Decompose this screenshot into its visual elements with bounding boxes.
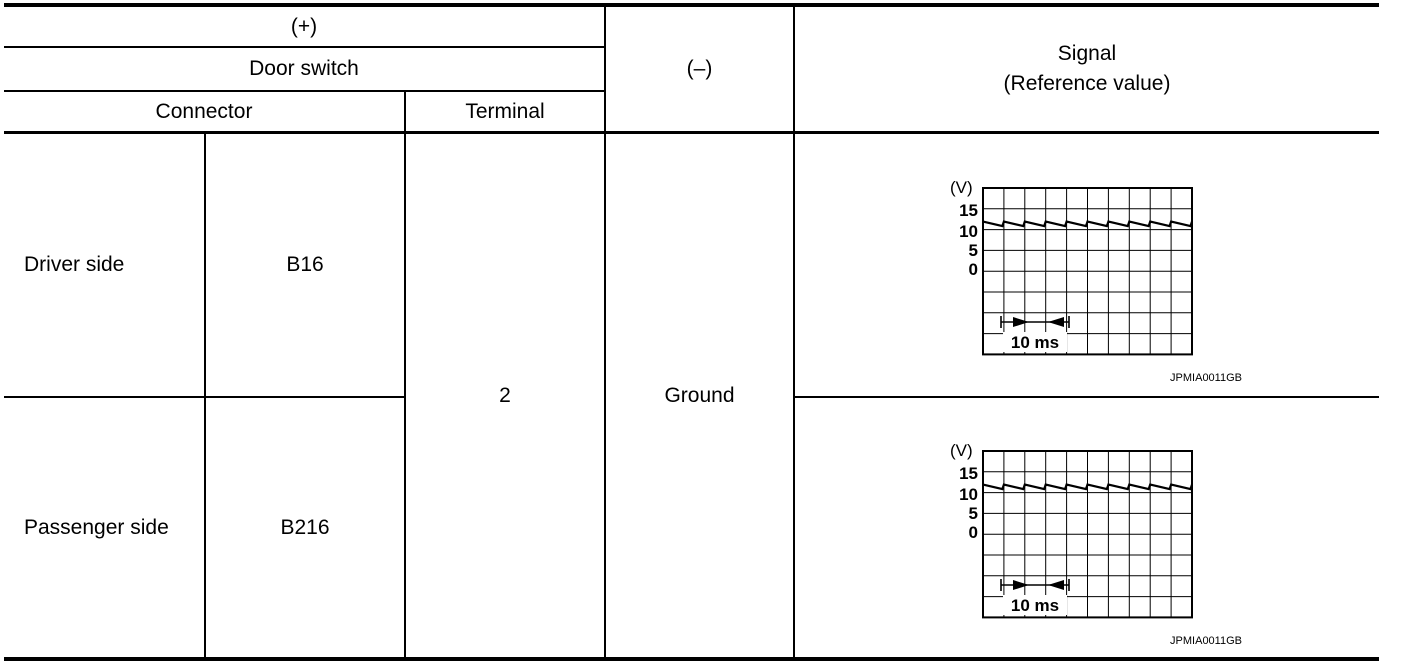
row-passenger-connector: B216 bbox=[280, 515, 330, 539]
time-marker-arrow bbox=[1048, 317, 1064, 327]
time-marker-arrow bbox=[1013, 580, 1029, 590]
vline-minus-signal bbox=[793, 6, 795, 658]
axis-label-bg bbox=[947, 441, 982, 541]
axis-unit-label: (V) bbox=[950, 441, 973, 460]
minus-value: Ground bbox=[664, 383, 735, 407]
y-tick-label: 15 bbox=[959, 201, 978, 220]
figure-code: JPMIA0011GB bbox=[1170, 372, 1242, 384]
time-marker-arrow bbox=[1013, 317, 1029, 327]
terminal-value: 2 bbox=[499, 383, 511, 407]
time-scale-label: 10 ms bbox=[1011, 333, 1059, 352]
header-signal-subtitle: (Reference value) bbox=[1003, 72, 1171, 95]
time-label-bg bbox=[1003, 332, 1067, 352]
top-rule bbox=[4, 3, 1379, 7]
row-driver-side: Driver side bbox=[24, 253, 125, 276]
header-bottom-rule bbox=[4, 131, 1379, 134]
axis-unit-label: (V) bbox=[950, 178, 973, 197]
row-divider-signal bbox=[794, 396, 1379, 398]
header-minus: (–) bbox=[686, 57, 713, 80]
time-marker-arrow bbox=[1048, 580, 1064, 590]
row-passenger-side: Passenger side bbox=[24, 515, 169, 539]
y-tick-label: 5 bbox=[969, 241, 978, 260]
time-scale-label: 10 ms bbox=[1011, 596, 1059, 615]
axis-label-bg bbox=[947, 178, 982, 278]
header-plus: (+) bbox=[290, 14, 318, 38]
header-terminal: Terminal bbox=[465, 99, 545, 123]
y-tick-label: 5 bbox=[969, 504, 978, 523]
waveform-trace bbox=[982, 483, 1194, 491]
vline-side-connector bbox=[204, 133, 206, 658]
bottom-rule bbox=[4, 657, 1379, 661]
header-signal-title: Signal bbox=[1057, 42, 1117, 65]
y-tick-label: 0 bbox=[969, 523, 978, 542]
rule-under-door-switch bbox=[4, 90, 604, 92]
grid-frame bbox=[982, 187, 1193, 356]
vline-connector-terminal bbox=[404, 91, 406, 658]
time-label-bg bbox=[1003, 595, 1067, 615]
y-tick-label: 10 bbox=[959, 485, 978, 504]
y-tick-label: 10 bbox=[959, 222, 978, 241]
y-tick-label: 15 bbox=[959, 464, 978, 483]
figure-code: JPMIA0011GB bbox=[1170, 635, 1242, 647]
y-tick-label: 0 bbox=[969, 260, 978, 279]
rule-under-plus bbox=[4, 46, 604, 48]
header-signal: Signal (Reference value) bbox=[795, 7, 1379, 131]
header-door-switch: Door switch bbox=[249, 57, 359, 80]
row-driver-connector: B16 bbox=[286, 253, 324, 276]
grid-frame bbox=[982, 450, 1193, 619]
waveform-trace bbox=[982, 220, 1194, 228]
header-connector: Connector bbox=[155, 99, 253, 123]
vline-plus-minus bbox=[604, 6, 606, 658]
